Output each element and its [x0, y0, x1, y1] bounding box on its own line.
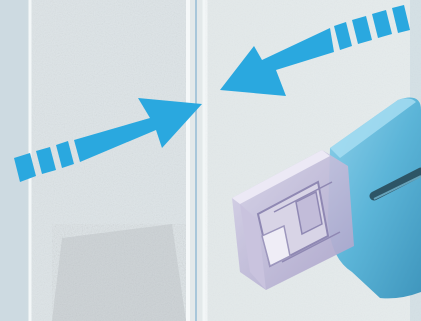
illustration-scene [0, 0, 421, 321]
scene-svg [0, 0, 421, 321]
